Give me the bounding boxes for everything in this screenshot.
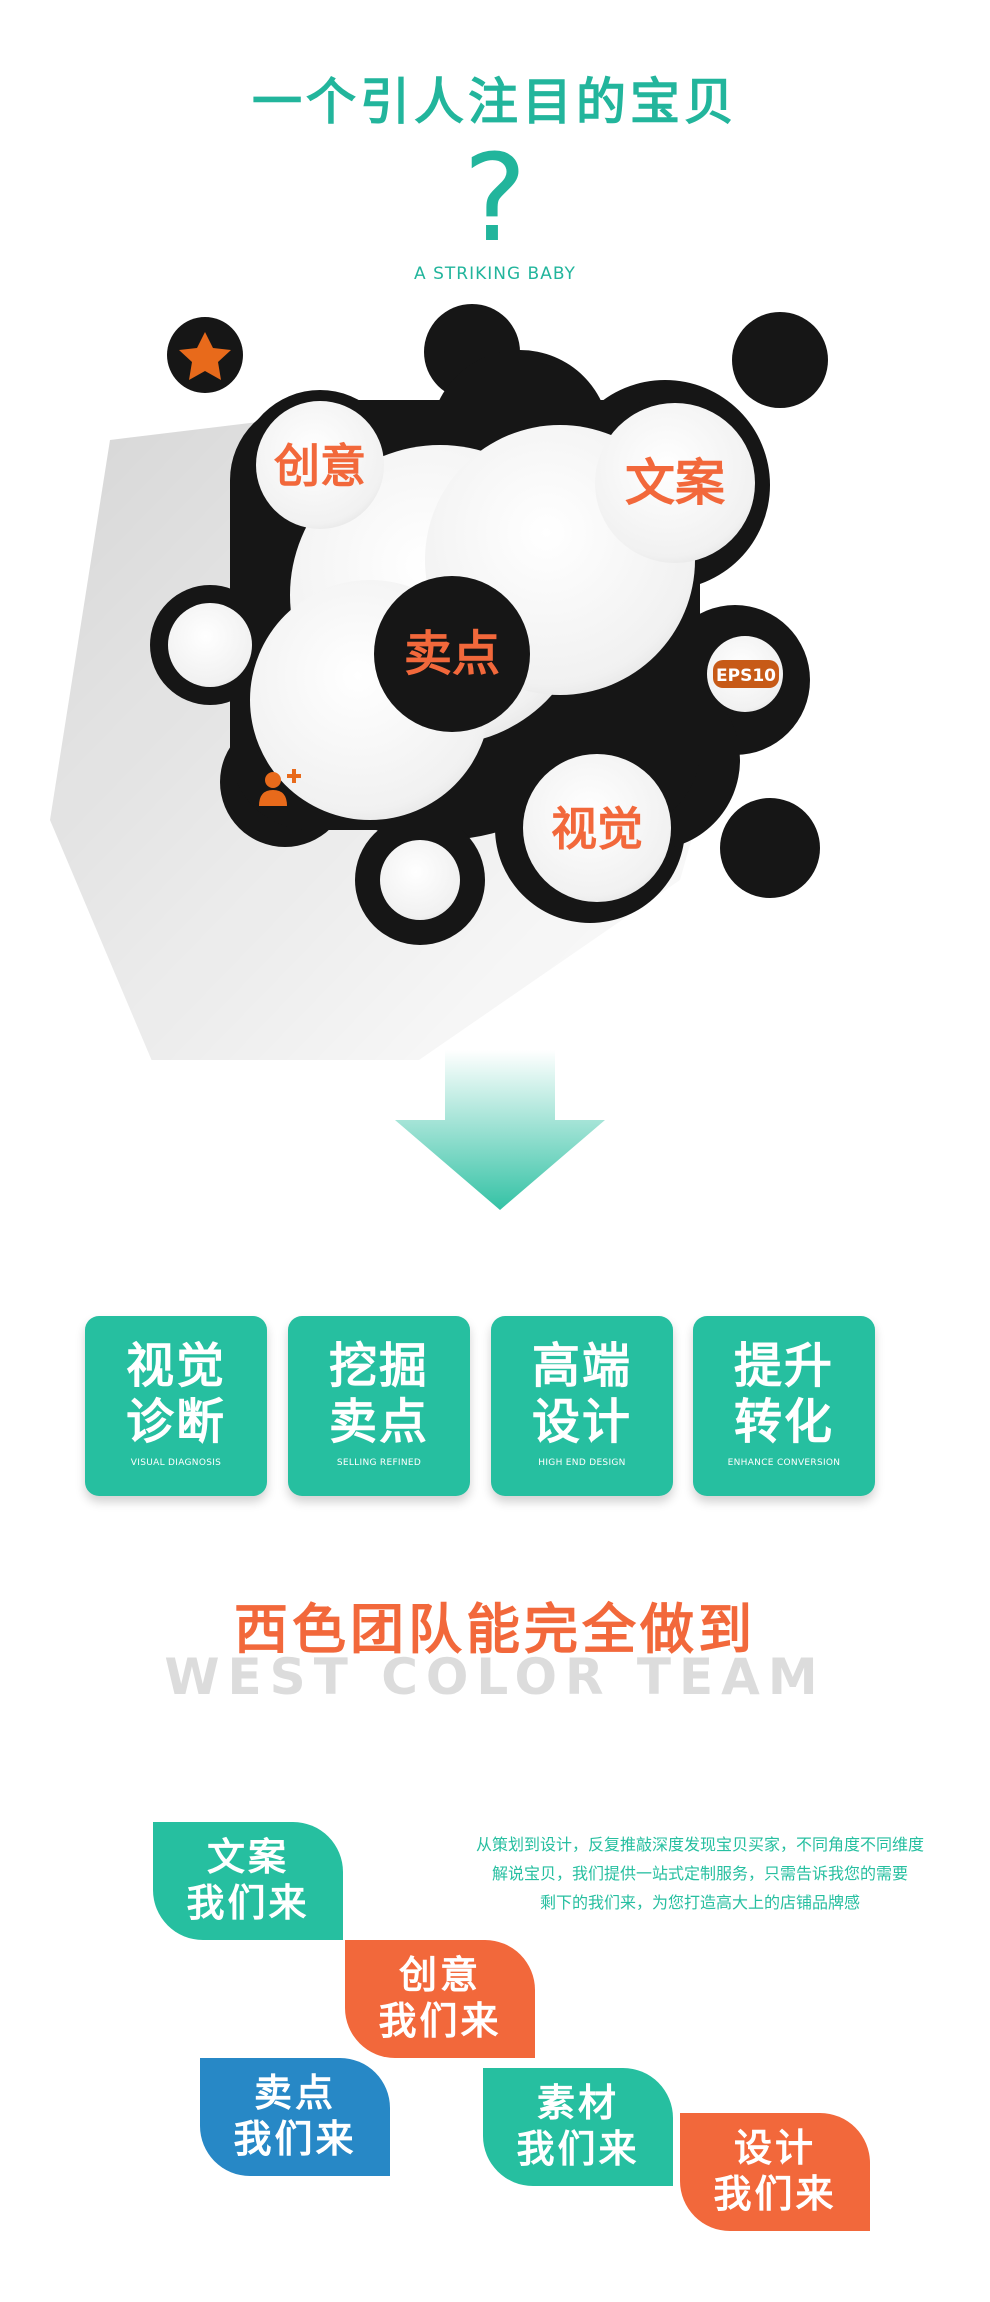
- label-wenan: 文案: [625, 454, 726, 512]
- feature-line2: 转化: [733, 1394, 834, 1450]
- label-shijue: 视觉: [551, 802, 643, 856]
- feature-line1: 视觉: [125, 1338, 226, 1394]
- label-maidian: 卖点: [404, 626, 500, 682]
- feature-en: ENHANCE CONVERSION: [727, 1458, 841, 1468]
- leaf-line1: 文案: [206, 1835, 289, 1879]
- leaf-sheji[interactable]: 设计 我们来: [680, 2113, 870, 2231]
- leaf-line1: 卖点: [253, 2071, 336, 2115]
- page-title: 一个引人注目的宝贝: [252, 73, 738, 131]
- leaf-sucai[interactable]: 素材 我们来: [483, 2068, 673, 2186]
- molecule-graphic: 创意 文案 卖点 视觉 EPS10: [50, 304, 828, 1060]
- description: 从策划到设计，反复推敲深度发现宝贝买家，不同角度不同维度 解说宝贝，我们提供一站…: [445, 1830, 955, 1917]
- leaf-line2: 我们来: [186, 1881, 310, 1925]
- leaf-line1: 创意: [398, 1953, 481, 1997]
- feature-tile-design[interactable]: 高端 设计 HIGH END DESIGN: [491, 1316, 673, 1496]
- leaf-line2: 我们来: [516, 2127, 640, 2171]
- feature-tile-visual[interactable]: 视觉 诊断 VISUAL DIAGNOSIS: [85, 1316, 267, 1496]
- leaf-maidian[interactable]: 卖点 我们来: [200, 2058, 390, 2176]
- feature-line1: 挖掘: [328, 1338, 429, 1394]
- feature-en: HIGH END DESIGN: [538, 1458, 626, 1468]
- feature-en: SELLING REFINED: [336, 1458, 422, 1468]
- description-line: 剩下的我们来，为您打造高大上的店铺品牌感: [539, 1893, 860, 1912]
- feature-tile-conversion[interactable]: 提升 转化 ENHANCE CONVERSION: [693, 1316, 875, 1496]
- question-mark-icon: ?: [463, 130, 527, 269]
- leaf-line2: 我们来: [713, 2172, 837, 2216]
- page-subtitle: A STRIKING BABY: [414, 264, 576, 284]
- star-icon: [179, 332, 231, 380]
- add-user-icon: [259, 769, 301, 806]
- eps-badge: [713, 660, 779, 688]
- down-arrow-icon: [395, 1050, 605, 1210]
- leaf-line1: 设计: [733, 2126, 816, 2170]
- leaf-line2: 我们来: [378, 1999, 502, 2043]
- feature-line1: 提升: [733, 1338, 834, 1394]
- leaf-chuangyi[interactable]: 创意 我们来: [345, 1940, 535, 2058]
- feature-line2: 诊断: [125, 1394, 226, 1450]
- feature-line1: 高端: [531, 1338, 632, 1394]
- feature-en: VISUAL DIAGNOSIS: [130, 1458, 222, 1468]
- leaf-line2: 我们来: [233, 2117, 357, 2161]
- description-line: 从策划到设计，反复推敲深度发现宝贝买家，不同角度不同维度: [475, 1835, 924, 1854]
- eps-label: EPS10: [716, 666, 776, 686]
- leaf-wenan[interactable]: 文案 我们来: [153, 1822, 343, 1940]
- description-line: 解说宝贝，我们提供一站式定制服务，只需告诉我您的需要: [491, 1864, 908, 1883]
- feature-line2: 设计: [531, 1394, 632, 1450]
- maidian-disc: [374, 576, 530, 732]
- feature-line2: 卖点: [328, 1394, 429, 1450]
- team-english: WEST COLOR TEAM: [164, 1648, 826, 1706]
- team-title: 西色团队能完全做到: [234, 1598, 756, 1661]
- feature-tile-selling[interactable]: 挖掘 卖点 SELLING REFINED: [288, 1316, 470, 1496]
- leaf-line1: 素材: [536, 2081, 619, 2125]
- label-chuangyi: 创意: [274, 439, 366, 493]
- molecule-white-circles: [168, 401, 783, 920]
